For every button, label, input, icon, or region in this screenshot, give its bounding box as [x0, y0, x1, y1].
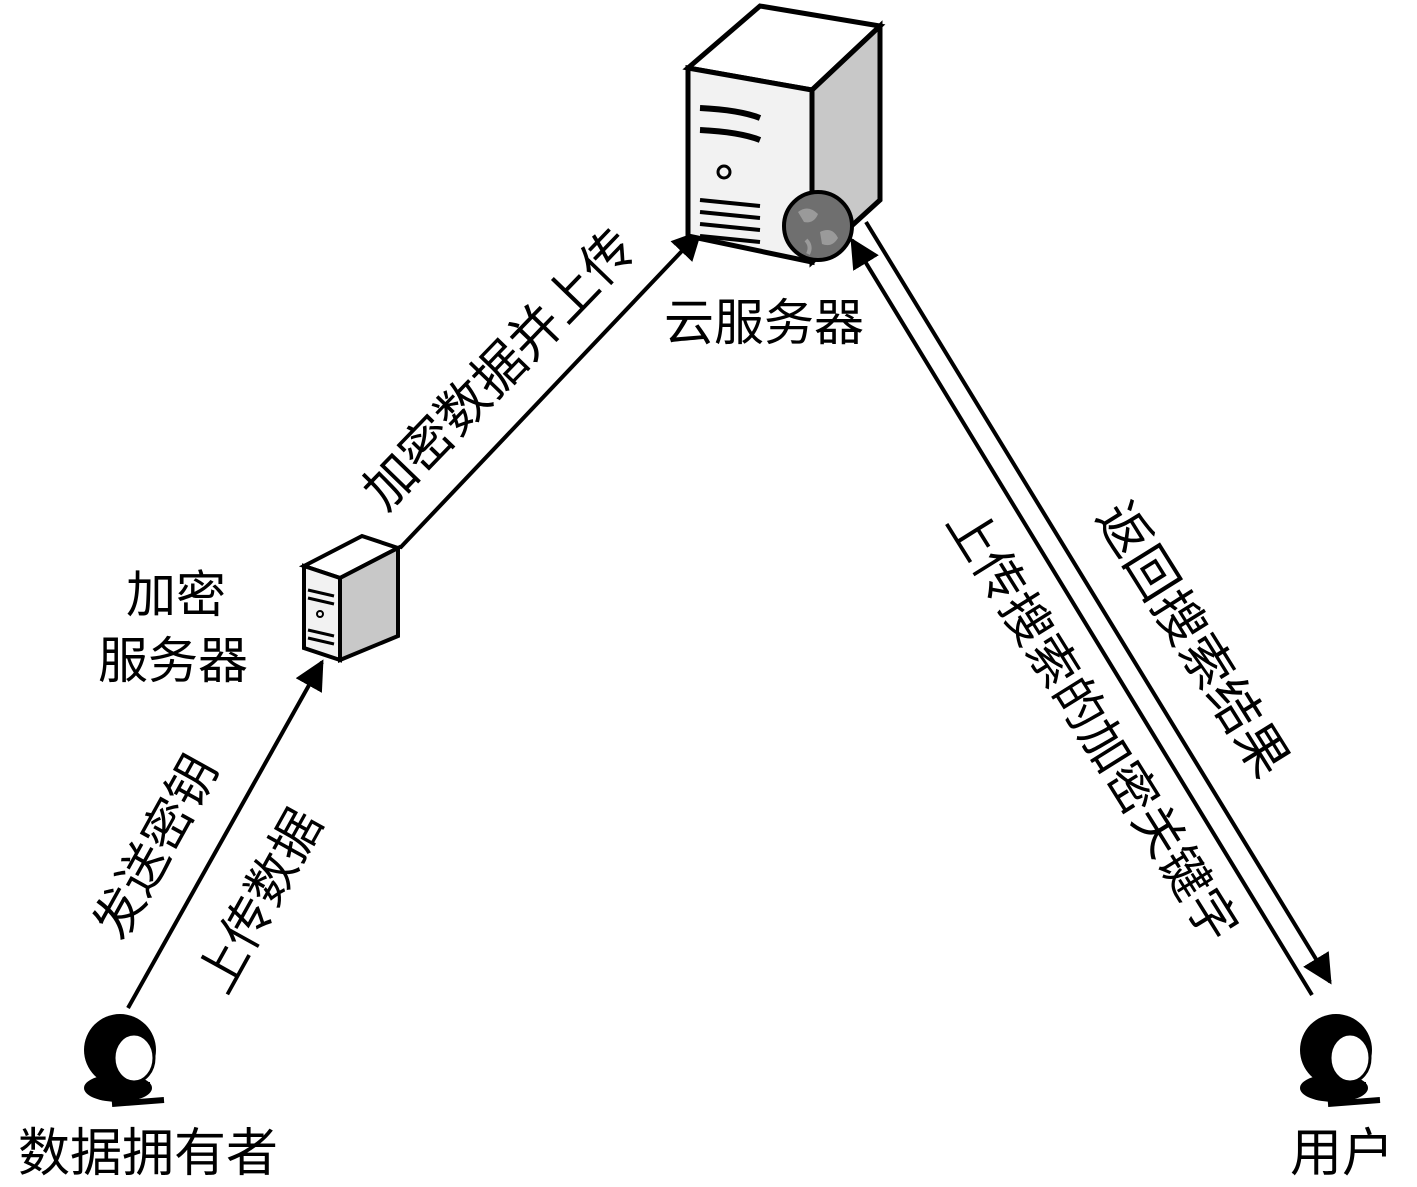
- encryption-server-icon: [298, 533, 404, 663]
- data-owner-label: 数据拥有者: [18, 1124, 279, 1184]
- user-avatar-icon: [1300, 1014, 1381, 1107]
- cloud-server-icon: [682, 3, 886, 268]
- data-owner-avatar-icon: [84, 1014, 165, 1107]
- encryption-server-label-line2: 服务器: [98, 632, 248, 690]
- globe-icon: [782, 190, 854, 262]
- edge-cloud-to-user: [864, 220, 1332, 985]
- edge-encryption-to-cloud: [398, 229, 703, 550]
- encryption-server-label-line1: 加密: [126, 566, 226, 624]
- cloud-server-label: 云服务器: [664, 294, 864, 352]
- edge-owner-to-encryption: [126, 659, 324, 1009]
- user-label: 用户: [1290, 1124, 1395, 1184]
- edge-user-to-cloud: [850, 237, 1314, 997]
